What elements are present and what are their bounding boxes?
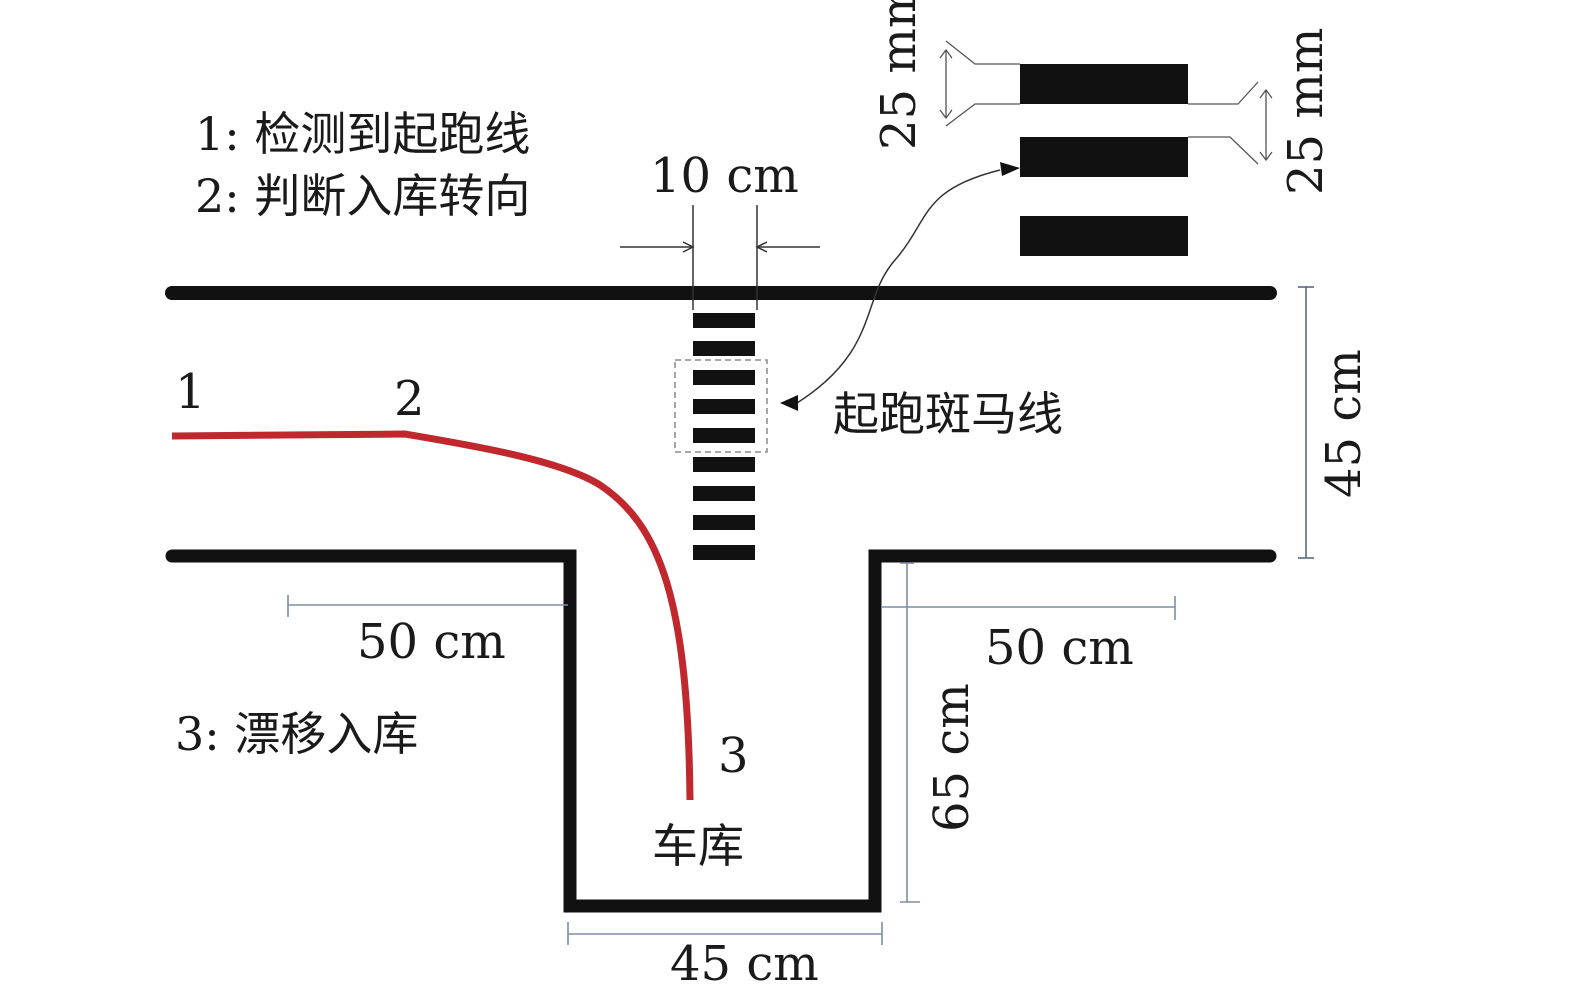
- zebra-stripe: [693, 313, 755, 328]
- zebra-stripe: [693, 486, 755, 501]
- garage-width-dim: [567, 922, 883, 945]
- zebra-leader-line: [796, 169, 1001, 404]
- stripe-dim-left: [939, 40, 1020, 127]
- zebra-stripe: [693, 515, 755, 530]
- stripe-dim-right: [1188, 81, 1273, 165]
- detail-stripe: [1020, 64, 1188, 104]
- zebra-stripe: [693, 457, 755, 472]
- zebra-stripe: [693, 545, 755, 560]
- legend-step2: 2: 判断入库转向: [195, 169, 530, 223]
- zebra-width-dim: [620, 205, 820, 310]
- track-width-dim: [1298, 286, 1314, 559]
- stripe-height-label-a: 25 mm: [871, 0, 927, 150]
- track-width-label: 45 cm: [1316, 349, 1372, 498]
- garage-label: 车库: [652, 819, 744, 873]
- left-offset-label: 50 cm: [357, 614, 506, 670]
- zebra-highlight-box: [674, 359, 768, 453]
- stripe-detail: [1020, 64, 1188, 256]
- detail-leader-arrow: [1000, 162, 1020, 176]
- right-offset-dim: [882, 596, 1176, 620]
- marker-2: 2: [394, 371, 425, 427]
- legend-step1: 1: 检测到起跑线: [195, 107, 530, 161]
- drift-path: [171, 430, 694, 801]
- left-offset-dim: [287, 595, 568, 617]
- zebra-stripe: [693, 370, 755, 385]
- stripe-height-label-b: 25 mm: [1278, 28, 1334, 195]
- right-offset-label: 50 cm: [985, 620, 1134, 676]
- legend-step3: 3: 漂移入库: [175, 707, 418, 761]
- garage-width-label: 45 cm: [670, 936, 819, 992]
- zebra-width-label: 10 cm: [650, 148, 799, 204]
- detail-stripe: [1020, 216, 1188, 256]
- zebra-crossing: [693, 313, 755, 560]
- zebra-stripe: [693, 341, 755, 356]
- marker-3: 3: [718, 728, 749, 784]
- zebra-stripe: [693, 399, 755, 414]
- zebra-label: 起跑斑马线: [833, 387, 1063, 441]
- garage-depth-dim: [900, 562, 920, 903]
- zebra-stripe: [693, 428, 755, 443]
- marker-1: 1: [175, 364, 206, 420]
- track-bottom-boundary-left: [165, 549, 1277, 913]
- zebra-leader-arrow: [780, 395, 798, 411]
- detail-stripe: [1020, 137, 1188, 177]
- garage-depth-label: 65 cm: [924, 683, 980, 832]
